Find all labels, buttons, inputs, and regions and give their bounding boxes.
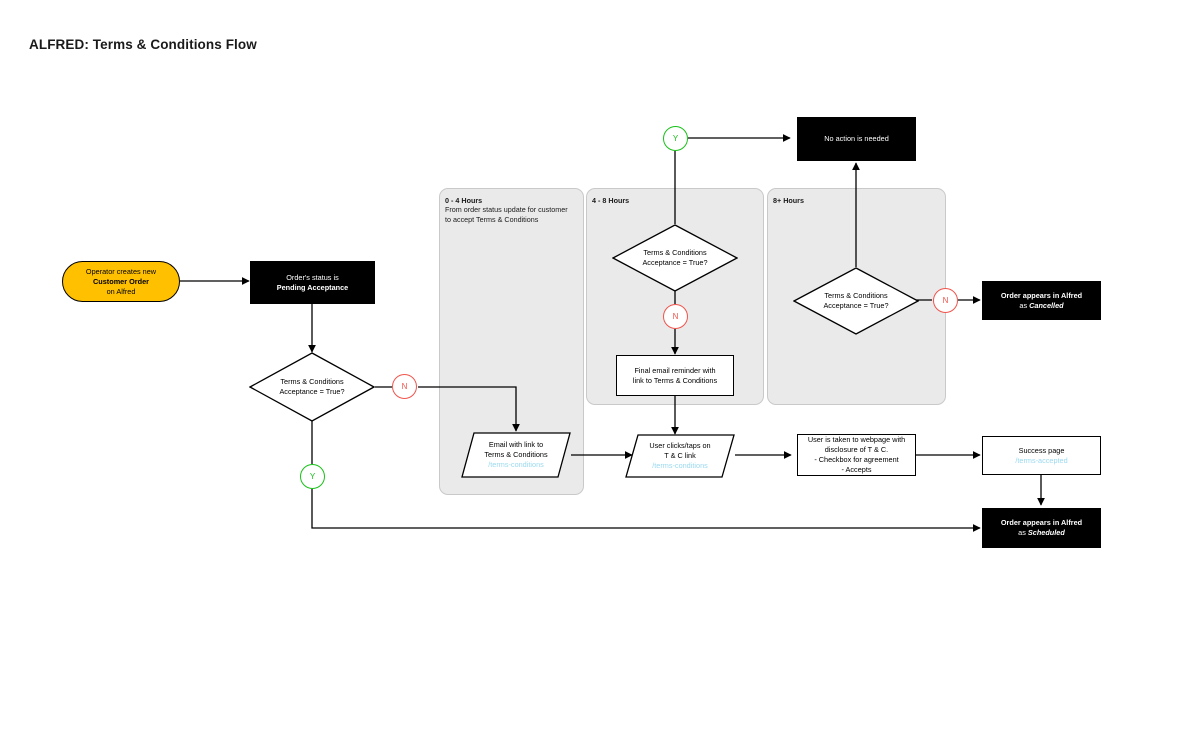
order-scheduled-line-2: as Scheduled xyxy=(1018,528,1065,538)
user-clicks-line-1: User clicks/taps on xyxy=(649,441,711,450)
node-webpage-disclosure[interactable]: User is taken to webpage with disclosure… xyxy=(797,434,916,476)
decision-1-yes-marker[interactable]: Y xyxy=(300,464,325,489)
node-email-with-link-to-terms[interactable]: Email with link to Terms & Conditions /t… xyxy=(461,432,571,478)
webpage-line-1: User is taken to webpage with xyxy=(807,435,906,444)
decision-2-no-marker[interactable]: N xyxy=(663,304,688,329)
no-action-line-1: No action is needed xyxy=(824,134,889,143)
order-scheduled-line-1: Order appears in Alfred xyxy=(1000,518,1083,527)
lane-4-8-hours-title: 4 - 8 Hours xyxy=(592,196,630,205)
page-title: ALFRED: Terms & Conditions Flow xyxy=(29,37,257,52)
webpage-line-4: - Accepts xyxy=(841,465,872,474)
order-status-line-2: Pending Acceptance xyxy=(276,282,349,292)
start-line-2: Customer Order xyxy=(93,276,149,286)
parallelogram-shape xyxy=(625,434,735,478)
decision-1-no-marker[interactable]: N xyxy=(392,374,417,399)
user-clicks-line-2: T & C link xyxy=(664,451,696,460)
webpage-line-2: disclosure of T & C. xyxy=(824,445,889,454)
decision-terms-acceptance-8h-plus[interactable]: Terms & Conditions Acceptance = True? xyxy=(793,267,919,335)
order-cancelled-status: Cancelled xyxy=(1029,300,1064,310)
email-link-line-1: Email with link to xyxy=(488,440,544,449)
order-scheduled-prefix: as xyxy=(1018,528,1028,537)
node-order-status-pending-acceptance[interactable]: Order's status is Pending Acceptance xyxy=(250,261,375,304)
decision-2-line-2: Acceptance = True? xyxy=(642,258,708,267)
decision-2-yes-marker[interactable]: Y xyxy=(663,126,688,151)
order-cancelled-prefix: as xyxy=(1019,300,1030,310)
success-page-line-1: Success page xyxy=(1018,445,1065,455)
lane-0-4-hours-title: 0 - 4 Hours xyxy=(445,196,483,205)
node-success-page[interactable]: Success page /terms-accepted xyxy=(982,436,1101,475)
user-clicks-url[interactable]: /terms-conditions xyxy=(652,461,708,470)
lane-8-plus-hours-title: 8+ Hours xyxy=(773,196,804,205)
node-user-clicks-tc-link[interactable]: User clicks/taps on T & C link /terms-co… xyxy=(625,434,735,478)
diamond-shape xyxy=(249,352,375,422)
final-email-line-2: link to Terms & Conditions xyxy=(632,375,718,385)
node-final-email-reminder[interactable]: Final email reminder with link to Terms … xyxy=(616,355,734,396)
order-cancelled-line-2: as Cancelled xyxy=(1019,301,1063,311)
order-cancelled-line-1: Order appears in Alfred xyxy=(1000,290,1083,300)
email-link-url[interactable]: /terms-conditions xyxy=(488,460,544,469)
decision-1-line-2: Acceptance = True? xyxy=(279,387,345,396)
email-link-line-2: Terms & Conditions xyxy=(484,450,548,459)
start-node-operator-creates-order[interactable]: Operator creates new Customer Order on A… xyxy=(62,261,180,302)
order-scheduled-status: Scheduled xyxy=(1027,528,1065,537)
start-line-3: on Alfred xyxy=(106,286,136,296)
node-order-cancelled[interactable]: Order appears in Alfred as Cancelled xyxy=(982,281,1101,320)
decision-terms-acceptance-initial[interactable]: Terms & Conditions Acceptance = True? xyxy=(249,352,375,422)
node-order-scheduled[interactable]: Order appears in Alfred as Scheduled xyxy=(982,508,1101,548)
start-line-1: Operator creates new xyxy=(85,266,157,276)
decision-3-no-marker[interactable]: N xyxy=(933,288,958,313)
decision-3-line-1: Terms & Conditions xyxy=(824,291,888,300)
webpage-line-3: - Checkbox for agreement xyxy=(814,455,899,464)
final-email-line-1: Final email reminder with xyxy=(634,365,716,375)
lane-0-4-hours-subtitle: From order status update for customer to… xyxy=(445,205,568,224)
decision-3-line-2: Acceptance = True? xyxy=(823,301,889,310)
decision-terms-acceptance-4-8h[interactable]: Terms & Conditions Acceptance = True? xyxy=(612,224,738,292)
decision-1-line-1: Terms & Conditions xyxy=(280,377,344,386)
diamond-shape xyxy=(793,267,919,335)
parallelogram-shape xyxy=(461,432,571,478)
decision-2-line-1: Terms & Conditions xyxy=(643,248,707,257)
success-page-url[interactable]: /terms-accepted xyxy=(1015,455,1068,465)
order-status-line-1: Order's status is xyxy=(286,272,339,282)
node-no-action-needed[interactable]: No action is needed xyxy=(797,117,916,161)
diamond-shape xyxy=(612,224,738,292)
